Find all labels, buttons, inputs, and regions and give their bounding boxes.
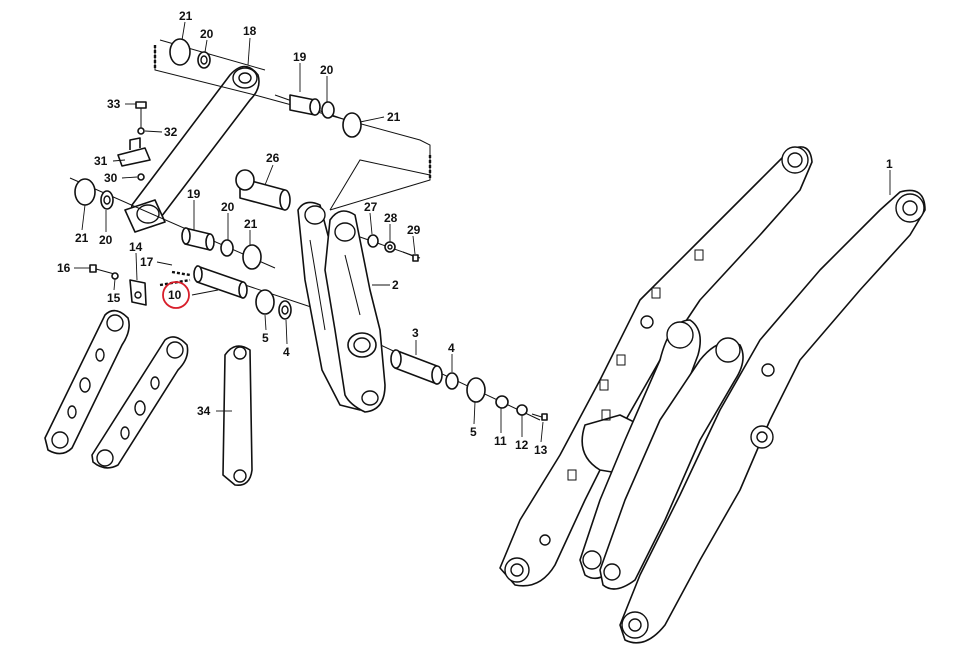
leader-lines [74,21,891,443]
bolt-and-bracket [117,101,151,181]
callout-19b: 19 [187,187,201,201]
callout-3: 3 [412,326,419,340]
callout-21b: 21 [387,110,401,124]
pin-10-assembly [89,264,292,320]
callout-31: 31 [94,154,108,168]
callout-21d: 21 [75,231,89,245]
callout-13: 13 [534,443,548,457]
upper-link-arm [124,65,260,233]
callout-15: 15 [107,291,121,305]
callout-10: 10 [168,288,182,302]
callout-29: 29 [407,223,421,237]
callout-11: 11 [494,434,507,448]
callout-30: 30 [104,171,118,185]
callout-21c: 21 [244,217,258,231]
callout-14: 14 [129,240,143,254]
callout-2: 2 [392,278,399,292]
callout-20d: 20 [99,233,113,247]
callout-33: 33 [107,97,121,111]
upper-pin-and-washers [169,38,362,138]
callout-18: 18 [243,24,257,38]
callout-28: 28 [384,211,398,225]
right-hardware-27-28-29 [367,234,419,262]
callout-19a: 19 [293,50,307,64]
callout-20c: 20 [221,200,235,214]
callout-labels: 21 20 18 19 20 21 33 32 31 30 26 19 20 2… [57,9,893,457]
main-boom-arm [499,146,926,644]
callout-27: 27 [364,200,378,214]
callout-21a: 21 [179,9,193,23]
callout-20b: 20 [320,63,334,77]
lower-left-pin-and-washers [74,178,262,270]
callout-16: 16 [57,261,71,275]
callout-4a: 4 [283,345,290,359]
pin-26 [235,169,291,211]
center-link-2 [297,201,386,413]
callout-32: 32 [164,125,178,139]
callout-34: 34 [197,404,211,418]
callout-12: 12 [515,438,529,452]
left-links [44,309,253,487]
callout-5a: 5 [262,331,269,345]
pin-3-assembly [390,349,548,421]
callout-26: 26 [266,151,280,165]
callout-20a: 20 [200,27,214,41]
callout-5b: 5 [470,425,477,439]
callout-1: 1 [886,157,893,171]
highlight-callout-10-circle [162,281,190,309]
callout-4b: 4 [448,341,455,355]
callout-17: 17 [140,255,154,269]
